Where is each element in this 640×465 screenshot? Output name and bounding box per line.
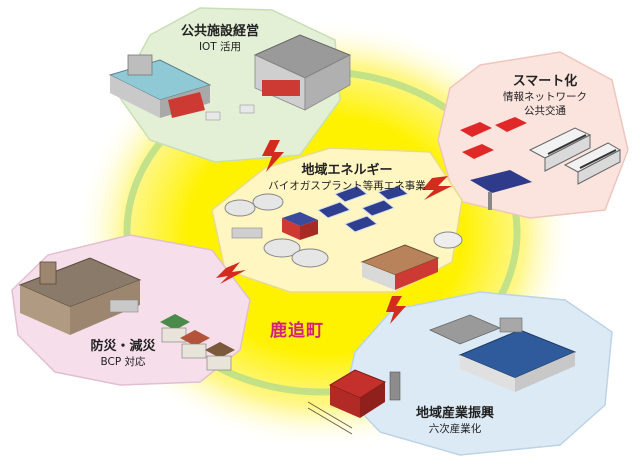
charging-station	[470, 170, 532, 210]
public-facility-subtitle: IOT 活用	[198, 41, 242, 53]
center-energy-subtitle: バイオガスプラント等再エネ事業	[268, 180, 426, 192]
car-icon	[460, 117, 527, 159]
smart-title: スマート化	[512, 74, 578, 89]
industry-title: 地域産業振興	[415, 406, 494, 421]
barn-icon	[360, 244, 440, 290]
livestock-shed	[428, 314, 577, 392]
biogas-tank	[224, 193, 463, 268]
lightning-bolt-icon	[386, 296, 406, 324]
bus-icon	[528, 127, 622, 185]
disaster-subtitle: BCP 対応	[100, 356, 146, 368]
center-energy-label: 地域エネルギー バイオガスプラント等再エネ事業	[262, 163, 432, 193]
industry-label: 地域産業振興 六次産業化	[405, 406, 505, 436]
barn-icon	[328, 369, 401, 418]
fence	[307, 401, 353, 435]
school-building	[18, 257, 142, 335]
lightning-bolt-icon	[262, 140, 284, 172]
industry-subtitle: 六次産業化	[428, 423, 482, 435]
public-facility-title: 公共施設経営	[180, 24, 259, 39]
lightning-bolt-icon	[422, 176, 452, 200]
disaster-title: 防災・減災	[90, 339, 156, 354]
solar-panel-icon	[316, 185, 410, 233]
public-facility-label: 公共施設経営 IOT 活用	[172, 24, 268, 54]
water-treatment-plant	[108, 54, 212, 118]
disaster-label: 防災・減災 BCP 対応	[78, 339, 168, 369]
center-energy-title: 地域エネルギー	[301, 163, 393, 178]
plant-building	[231, 212, 318, 240]
factory-icon	[205, 34, 352, 121]
smart-line2: 公共交通	[524, 105, 566, 117]
smart-line1: 情報ネットワーク	[503, 91, 587, 103]
house-icon	[160, 314, 235, 371]
town-name: 鹿追町	[270, 321, 324, 341]
smart-label: スマート化 情報ネットワーク 公共交通	[490, 74, 600, 118]
lightning-bolt-icon	[216, 262, 246, 284]
